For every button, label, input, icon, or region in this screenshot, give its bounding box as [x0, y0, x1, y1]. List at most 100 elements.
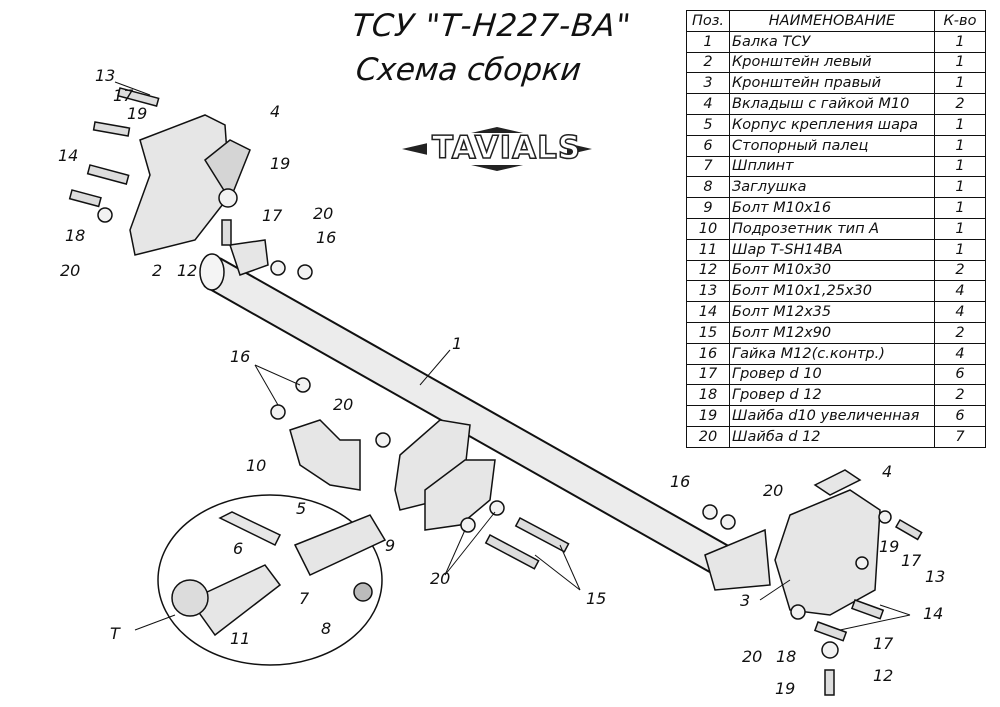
row-name: Балка ТСУ	[729, 30, 935, 53]
callout-label: 2	[152, 261, 163, 280]
row-name: Стопорный палец	[729, 134, 935, 157]
row-name: Болт М12х35	[729, 301, 935, 323]
row-name: Гайка М12(с.контр.)	[729, 342, 935, 365]
ball-group-outline	[157, 494, 383, 666]
row-name: Подрозетник тип А	[729, 217, 935, 240]
row-qty: 2	[934, 93, 986, 115]
right-bracket	[774, 489, 881, 616]
callout-label: 20	[333, 395, 354, 414]
callout-label: 16	[316, 228, 337, 247]
callout-label: 4	[882, 462, 893, 481]
drawing-title: ТСУ "Т-Н227-ВА"	[350, 8, 634, 44]
row-pos: 11	[686, 238, 730, 261]
callout-label: 20	[430, 569, 451, 588]
row-qty: 4	[934, 280, 986, 303]
logo-text: TAVIALS	[431, 129, 582, 167]
row-pos: 8	[686, 176, 730, 199]
callout-label: 5	[296, 499, 307, 518]
beam-plate-right	[704, 528, 771, 591]
callout-label: 20	[763, 481, 784, 500]
row-pos: 10	[686, 217, 730, 240]
callout-label: 12	[873, 666, 894, 685]
callout-label: 20	[60, 261, 81, 280]
row-name: Болт М12х90	[729, 321, 935, 344]
row-pos: 18	[686, 384, 730, 407]
row-qty: 1	[934, 72, 986, 95]
row-name: Гровер d 10	[729, 363, 935, 386]
callout-label: 13	[925, 567, 946, 586]
callout-label: 9	[385, 536, 396, 555]
row-pos: 2	[686, 51, 730, 74]
row-qty: 2	[934, 384, 986, 407]
row-name: Кронштейн правый	[729, 72, 935, 95]
callout-label: 4	[270, 102, 281, 121]
callout-label: 3	[740, 591, 751, 610]
row-name: Шайба d 12	[729, 425, 935, 448]
row-pos: 16	[686, 342, 730, 365]
callout-label: 16	[670, 472, 691, 491]
callout-label: 17	[901, 551, 922, 570]
row-name: Корпус крепления шара	[729, 113, 935, 136]
row-qty: 4	[934, 301, 986, 323]
header-qty: К-во	[934, 10, 986, 32]
row-pos: 3	[686, 72, 730, 95]
row-qty: 6	[934, 363, 986, 386]
callout-label: 12	[177, 261, 198, 280]
row-name: Шайба d10 увеличенная	[729, 405, 935, 427]
callout-label: 19	[127, 104, 148, 123]
callout-label: 18	[776, 647, 797, 666]
callout-label: Т	[110, 624, 120, 643]
row-qty: 4	[934, 342, 986, 365]
row-qty: 1	[934, 238, 986, 261]
callout-label: 13	[95, 66, 116, 85]
row-pos: 12	[686, 259, 730, 282]
callout-label: 18	[65, 226, 86, 245]
row-name: Гровер d 12	[729, 384, 935, 407]
header-pos: Поз.	[686, 10, 730, 32]
callout-label: 16	[230, 347, 251, 366]
left-bracket	[129, 114, 231, 256]
row-pos: 6	[686, 134, 730, 157]
callout-label: 7	[299, 589, 310, 608]
plug	[353, 582, 373, 602]
ball-neck	[188, 564, 282, 637]
header-name: НАИМЕНОВАНИЕ	[729, 10, 935, 32]
row-name: Шплинт	[729, 155, 935, 178]
row-qty: 7	[934, 425, 986, 448]
row-qty: 1	[934, 176, 986, 199]
row-name: Вкладыш с гайкой М10	[729, 93, 935, 115]
callout-label: 14	[923, 604, 944, 623]
row-pos: 1	[686, 30, 730, 53]
socket-plate	[289, 419, 361, 491]
row-name: Шар Т-SH14BA	[729, 238, 935, 261]
callout-label: 19	[879, 537, 900, 556]
insert-nut-right	[813, 469, 862, 496]
callout-label: 17	[262, 206, 283, 225]
row-pos: 13	[686, 280, 730, 303]
row-pos: 5	[686, 113, 730, 136]
row-name: Болт М10х30	[729, 259, 935, 282]
row-qty: 1	[934, 155, 986, 178]
center-bracket-2	[424, 459, 496, 531]
row-pos: 9	[686, 197, 730, 219]
row-name: Болт М10х16	[729, 197, 935, 219]
row-pos: 17	[686, 363, 730, 386]
callout-label: 19	[270, 154, 291, 173]
row-name: Кронштейн левый	[729, 51, 935, 74]
